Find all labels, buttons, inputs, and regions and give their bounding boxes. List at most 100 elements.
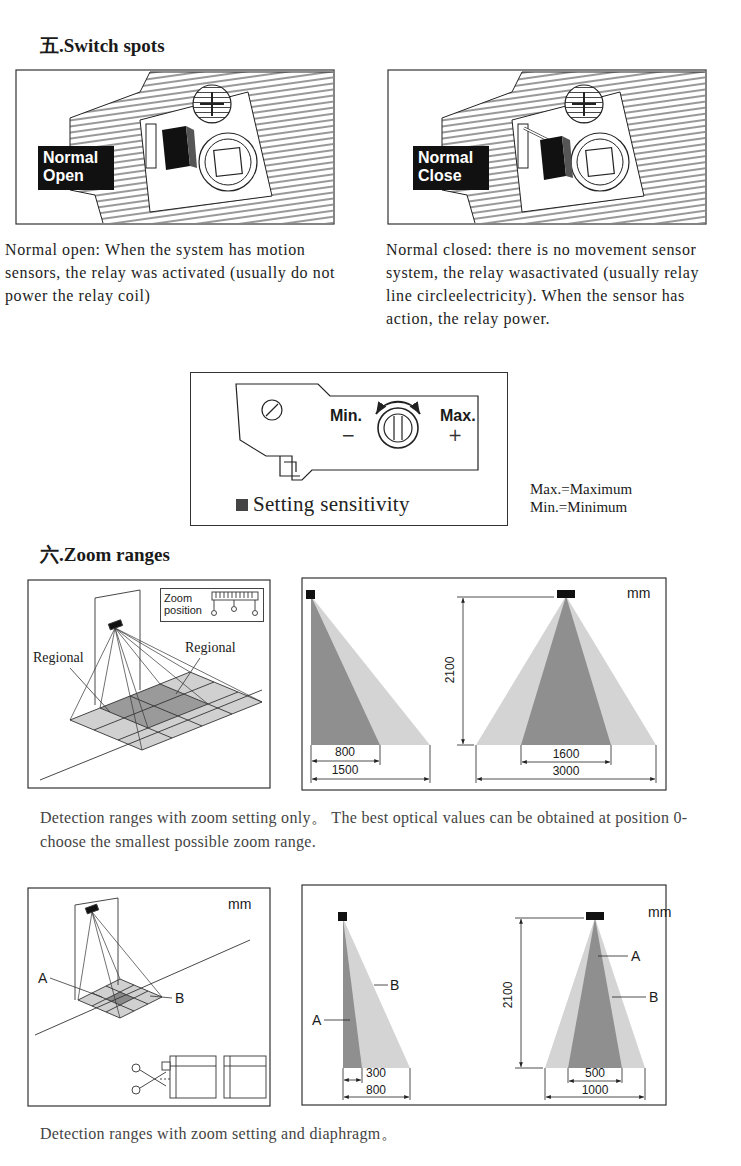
dimension-lines-1-part [611, 745, 612, 765]
diaphragm-cut-part [176, 1056, 177, 1098]
floor-view-2 [35, 898, 250, 1035]
detection-side-1-part [311, 596, 430, 745]
zoom-scale-part [253, 611, 258, 616]
dimension-lines-2-part [515, 918, 584, 919]
description-text: Normal closed: there is no movement sens… [386, 238, 718, 330]
zoom-scale-part [244, 592, 245, 598]
dimension-lines-1-part [476, 745, 477, 783]
diaphragm-cut-part [170, 1056, 216, 1098]
switch-open-part [162, 126, 190, 170]
zoom-scale-part [232, 592, 233, 598]
zone-letter: A [312, 1012, 321, 1028]
floor-view-1-part [118, 692, 238, 740]
floor-view-2-part-part [92, 912, 120, 1018]
dimension-lines-2-part [362, 1068, 363, 1083]
floor-view-1-part-part [115, 628, 142, 750]
zoom-scale-part [252, 592, 253, 598]
zoom-scale-part [216, 592, 217, 598]
dimension-lines-1-part [457, 745, 474, 746]
dimension-lines-1-part [380, 745, 381, 765]
node-text: Normal Open [43, 149, 109, 185]
abbreviation-note: Min.=Minimum [530, 499, 627, 516]
diaphragm-cut-part [140, 1070, 166, 1086]
zoom-position-box: Zoom position [160, 588, 264, 622]
floor-view-1-part [140, 590, 141, 690]
zoom-scale-part [212, 592, 258, 600]
zoom-scale-part [228, 592, 229, 598]
dimension-value: 800 [366, 1083, 386, 1097]
floor-view-1-part-part [115, 628, 208, 704]
panel-frames [16, 70, 706, 1106]
dimension-lines-1-part [477, 779, 655, 780]
dimension-lines-1-part [312, 779, 429, 780]
diaphragm-cut-part [140, 1072, 166, 1088]
detection-side-2-part [568, 918, 622, 1068]
region-label: Regional [33, 650, 84, 666]
dimension-value: 800 [335, 745, 355, 759]
zoom-scale-part [234, 600, 235, 606]
diaphragm-cut-part [132, 1086, 140, 1094]
dimension-lines-1-part [311, 745, 312, 783]
dimension-lines-2-part [521, 919, 522, 1067]
dimension-lines-2-part [410, 1068, 411, 1100]
floor-view-1-part [94, 682, 214, 730]
switch-label: Normal Open [38, 146, 114, 190]
dimension-lines-1-part [312, 761, 379, 762]
dimension-value: 2100 [443, 657, 457, 684]
floor-view-2-part [75, 905, 76, 1000]
floor-view-1-part [95, 598, 96, 705]
zone-letter: B [390, 977, 399, 993]
dimension-lines-2-part [515, 1068, 543, 1069]
detection-side-2-part [338, 912, 347, 921]
floor-view-2-part [78, 912, 162, 1018]
dimension-lines-1-part [521, 745, 522, 765]
floor-view-1-part [70, 672, 262, 750]
dimension-value: 2100 [501, 982, 515, 1009]
detection-side-2-part [343, 918, 410, 1068]
floor-view-1-part [108, 620, 122, 630]
detection-side-1-part [476, 596, 656, 745]
detection-side-1-part [311, 596, 380, 745]
dimension-lines-2-part [374, 985, 388, 986]
floor-view-2-part-part [92, 912, 120, 979]
unit-label: mm [648, 904, 671, 920]
detection-side-2-part [343, 918, 362, 1068]
floor-view-1-part-part [115, 628, 160, 684]
detection-side-2-part [545, 918, 645, 1068]
diaphragm-cut-part [132, 1064, 140, 1072]
zone-letter: B [649, 989, 658, 1005]
sensitivity-panel: Setting sensitivity [190, 372, 508, 526]
dimension-lines-1-part [522, 762, 610, 763]
detection-side-2 [338, 912, 645, 1068]
panel-frames-part [28, 580, 270, 788]
diaphragm-cut-part [230, 1056, 231, 1098]
dimension-value: 1500 [332, 763, 359, 777]
region-label: Regional [185, 640, 236, 656]
detection-side-1-part [557, 590, 575, 598]
floor-view-2-part [35, 940, 250, 1035]
sensitivity-board-part [262, 400, 282, 420]
dimension-lines-2-part [598, 956, 628, 957]
floor-view-2-part [50, 978, 102, 997]
floor-view-1-part-part [115, 628, 190, 672]
sensitivity-board-part [280, 456, 300, 476]
sensitivity-board-part [378, 408, 418, 448]
node-text: Zoom position [164, 592, 214, 616]
zoom-scale-part [220, 592, 221, 598]
floor-view-2-part [150, 996, 172, 998]
detection-side-1-part [521, 596, 611, 745]
floor-view-1-part [95, 590, 140, 598]
sensitivity-board [236, 384, 478, 480]
floor-view-2-part [118, 898, 119, 985]
zoom-scale-part [255, 600, 256, 610]
floor-view-2-part [106, 992, 134, 1005]
dimension-lines-2-part [569, 1081, 621, 1082]
zoom-scale [212, 592, 259, 616]
dimension-lines-1-part [457, 597, 554, 598]
dimension-lines-2-part [622, 1068, 623, 1083]
dimension-lines-2-part [324, 1020, 350, 1021]
abbreviation-note: Max.=Maximum [530, 481, 632, 498]
bullet-square [236, 499, 248, 511]
floor-view-2-part [120, 997, 162, 1018]
